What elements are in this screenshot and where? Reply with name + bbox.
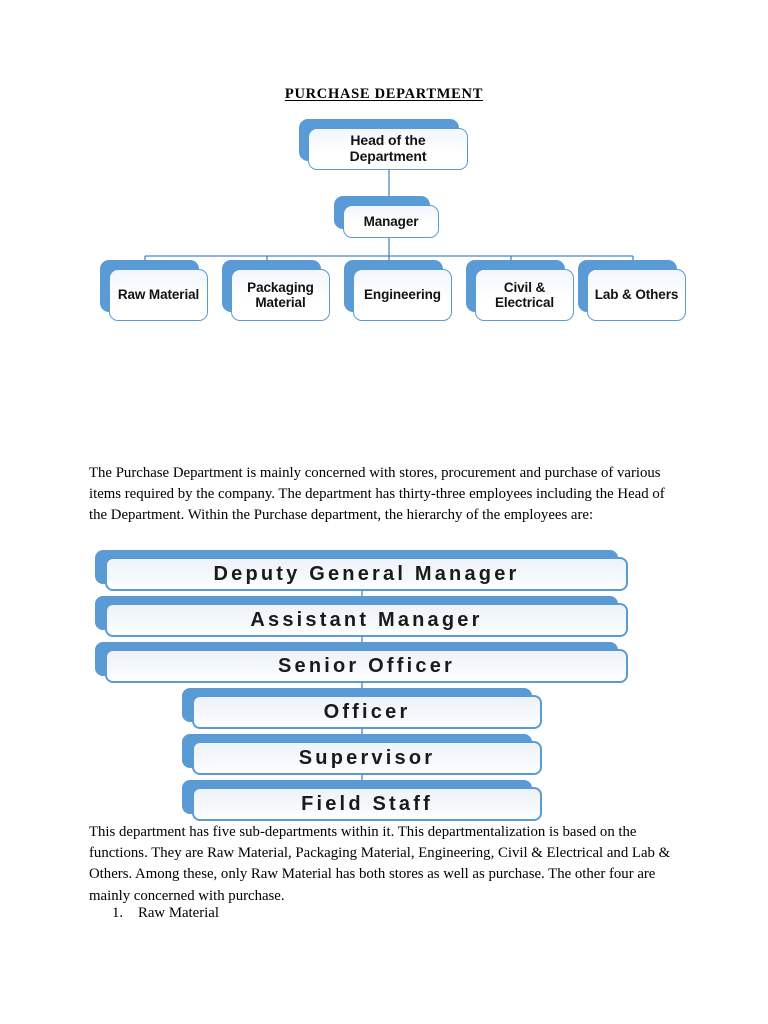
hierarchy-bar-face: Deputy General Manager <box>105 557 628 591</box>
hierarchy-bar-deputy-general-manager[interactable]: Deputy General Manager <box>95 550 628 591</box>
org-node-label: Packaging Material <box>247 279 314 310</box>
hierarchy-bar-face: Assistant Manager <box>105 603 628 637</box>
hierarchy-bar-label: Deputy General Manager <box>213 562 520 585</box>
org-node-face: Packaging Material <box>231 269 330 321</box>
hierarchy-bar-label: Field Staff <box>301 792 433 815</box>
org-node-face: Raw Material <box>109 269 208 321</box>
intro-paragraph: The Purchase Department is mainly concer… <box>89 465 665 524</box>
hierarchy-bar-label: Officer <box>323 700 411 723</box>
org-chart: Head of the Department Manager Raw Mater… <box>0 108 768 338</box>
hierarchy-bar-face: Senior Officer <box>105 649 628 683</box>
org-node-raw-material[interactable]: Raw Material <box>100 260 208 321</box>
list-item-number: 1. <box>112 905 124 921</box>
outro-paragraph: This department has five sub-departments… <box>89 824 671 904</box>
org-node-face: Lab & Others <box>587 269 686 321</box>
list-item-label: Raw Material <box>138 905 219 921</box>
hierarchy-bar-supervisor[interactable]: Supervisor <box>182 734 542 775</box>
hierarchy-bar-face: Supervisor <box>192 741 542 775</box>
hierarchy-bar-field-staff[interactable]: Field Staff <box>182 780 542 821</box>
org-node-face: Civil & Electrical <box>475 269 574 321</box>
org-node-packaging-material[interactable]: Packaging Material <box>222 260 330 321</box>
hierarchy-bar-assistant-manager[interactable]: Assistant Manager <box>95 596 628 637</box>
org-node-lab-others[interactable]: Lab & Others <box>578 260 686 321</box>
org-node-face: Manager <box>343 205 439 238</box>
org-node-manager[interactable]: Manager <box>334 196 439 238</box>
page-title: PURCHASE DEPARTMENT <box>0 86 768 103</box>
org-node-head[interactable]: Head of the Department <box>299 119 468 170</box>
org-node-label: Raw Material <box>117 287 200 303</box>
hierarchy-bar-senior-officer[interactable]: Senior Officer <box>95 642 628 683</box>
org-node-label: Lab & Others <box>594 287 679 303</box>
hierarchy-bar-label: Assistant Manager <box>250 608 483 631</box>
org-node-label: Manager <box>363 213 419 229</box>
hierarchy-bar-face: Field Staff <box>192 787 542 821</box>
list-item: 1. Raw Material <box>112 903 512 924</box>
org-node-face: Engineering <box>353 269 452 321</box>
org-node-engineering[interactable]: Engineering <box>344 260 452 321</box>
hierarchy-bar-label: Senior Officer <box>277 654 456 677</box>
org-node-label: Head of the Department <box>349 132 427 164</box>
org-node-civil-electrical[interactable]: Civil & Electrical <box>466 260 574 321</box>
org-node-label: Engineering <box>364 287 441 303</box>
hierarchy-bar-officer[interactable]: Officer <box>182 688 542 729</box>
org-node-face: Head of the Department <box>308 128 468 170</box>
hierarchy-bar-face: Officer <box>192 695 542 729</box>
page-title-text: PURCHASE DEPARTMENT <box>284 86 484 102</box>
hierarchy-bar-label: Supervisor <box>298 746 436 769</box>
hierarchy-chart: Deputy General Manager Assistant Manager… <box>0 548 768 821</box>
org-node-label: Civil & Electrical <box>494 279 555 310</box>
